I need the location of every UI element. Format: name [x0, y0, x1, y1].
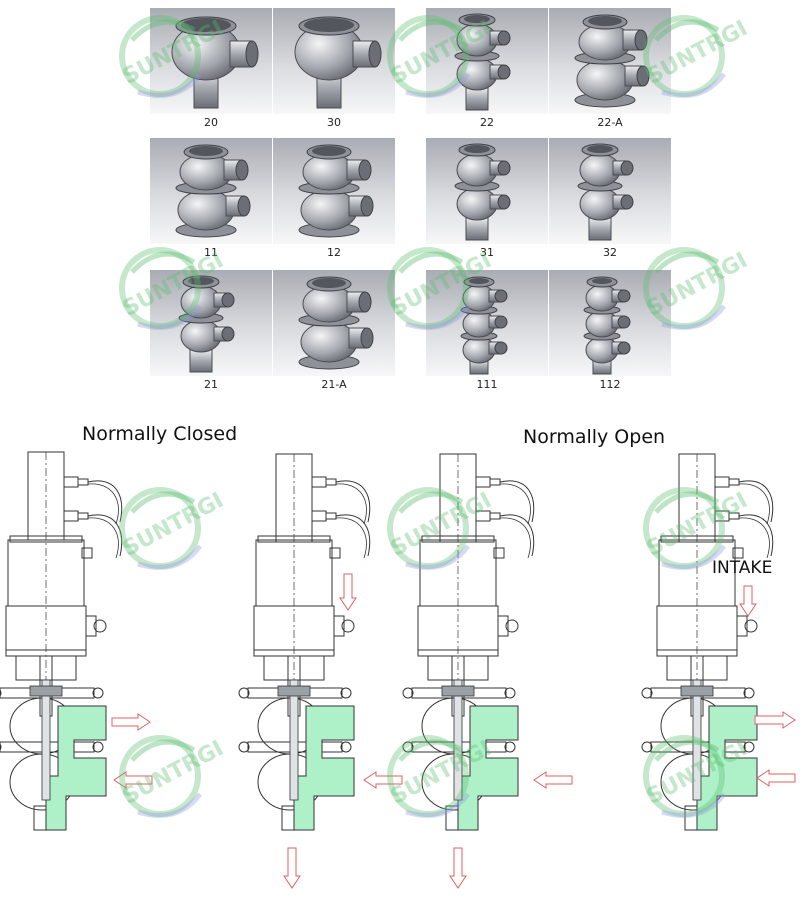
variant-code-label: 22 — [480, 116, 494, 129]
sections-drawing — [0, 451, 796, 889]
valve-render — [583, 276, 631, 375]
flow-arrow — [111, 713, 151, 731]
variant-image-111 — [426, 270, 548, 376]
variant-code-label: 31 — [480, 246, 494, 259]
valve-render — [171, 16, 259, 109]
valve-render — [294, 16, 382, 109]
valve-render — [577, 143, 634, 241]
valve-render — [574, 14, 650, 108]
normally-closed-title: Normally Closed — [82, 423, 238, 445]
valve-render — [298, 276, 374, 370]
variant-code-label: 20 — [204, 116, 218, 129]
valve-render — [454, 13, 511, 111]
flow-arrow — [756, 769, 796, 787]
variant-code-label: 32 — [603, 246, 617, 259]
variant-code-label: 30 — [327, 116, 341, 129]
flow-arrow — [283, 847, 301, 889]
variant-image-30 — [273, 8, 395, 114]
valve-render — [454, 143, 511, 241]
variant-code-label: 21-A — [321, 378, 347, 391]
variant-code-label: 22-A — [597, 116, 623, 129]
variant-code-label: 11 — [204, 246, 218, 259]
flow-arrow — [754, 711, 796, 729]
flow-arrow — [113, 771, 153, 789]
variant-image-32 — [549, 138, 671, 244]
valve-render — [175, 144, 251, 238]
variant-image-12 — [273, 138, 395, 244]
valve-render — [178, 275, 235, 373]
variant-code-label: 112 — [599, 378, 621, 391]
valve-section-no2 — [238, 453, 371, 831]
valve-section-diagrams: Normally Closed Normally Open INTAKE — [0, 400, 800, 900]
valve-variant-grid: 20 30 22 22-A 11 12 31 32 21 21-A 111 112 — [0, 0, 800, 400]
flow-arrow — [739, 585, 757, 617]
variant-image-21 — [150, 270, 272, 376]
valve-render — [298, 144, 374, 238]
variant-code-label: 12 — [327, 246, 341, 259]
valve-section-no1 — [0, 451, 123, 831]
intake-label: INTAKE — [712, 558, 773, 578]
flow-arrow — [363, 771, 403, 789]
flow-arrow — [339, 573, 357, 611]
valve-section-no3 — [402, 453, 535, 831]
variant-image-22-A — [549, 8, 671, 114]
variant-image-11 — [150, 138, 272, 244]
flow-arrow — [533, 771, 573, 789]
variant-code-label: 21 — [204, 378, 218, 391]
variant-image-112 — [549, 270, 671, 376]
variant-code-label: 111 — [476, 378, 498, 391]
variant-image-21-A — [273, 270, 395, 376]
variant-image-20 — [150, 8, 272, 114]
variant-image-22 — [426, 8, 548, 114]
valve-section-no4 — [641, 453, 774, 831]
flow-arrow — [449, 847, 467, 889]
normally-open-title: Normally Open — [523, 426, 666, 448]
variant-image-31 — [426, 138, 548, 244]
valve-render — [460, 276, 508, 375]
